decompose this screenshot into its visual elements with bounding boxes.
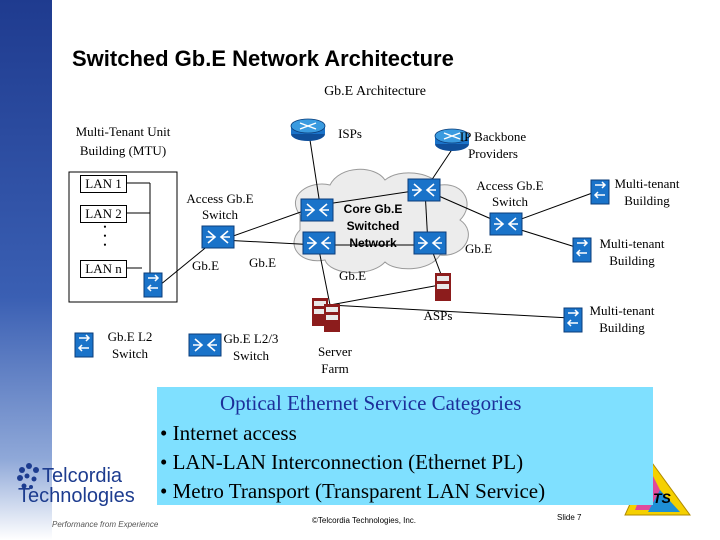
footer-slide-number: Slide 7 (557, 513, 582, 522)
core-line2: Switched (346, 219, 400, 233)
logo-tagline: Performance from Experience (52, 520, 159, 529)
ip-backbone-line2: Providers (468, 146, 518, 161)
mtu-label-line2: Building (MTU) (79, 143, 167, 158)
gbe-label-3: Gb.E (338, 268, 367, 283)
mt-building-2-line1: Multi-tenant (599, 236, 665, 251)
logo-line1: Telcordia (42, 465, 123, 487)
access-left-line2: Switch (201, 207, 239, 222)
mt-building-3-line2: Building (599, 320, 645, 335)
server-farm-line2: Farm (321, 361, 349, 376)
slide-title: Switched Gb.E Network Architecture (72, 46, 454, 71)
mt-building-1-line2: Building (624, 193, 670, 208)
service-item-metro: • Metro Transport (Transparent LAN Servi… (160, 479, 546, 503)
service-item-lan-lan: • LAN-LAN Interconnection (Ethernet PL) (160, 450, 524, 474)
access-left-line1: Access Gb.E (186, 191, 254, 206)
legend-l2-line1: Gb.E L2 (107, 329, 153, 344)
service-item-internet: • Internet access (160, 421, 297, 445)
gbe-label-2: Gb.E (248, 255, 277, 270)
access-right-line2: Switch (491, 194, 529, 209)
mt-building-1-line1: Multi-tenant (614, 176, 680, 191)
service-categories-box (157, 387, 653, 505)
diagram-subtitle: Gb.E Architecture (324, 84, 426, 99)
lan-2-box: LAN 2 (80, 205, 127, 223)
mtu-label-line1: Multi-Tenant Unit (75, 124, 171, 139)
gbe-label-4: Gb.E (464, 241, 493, 256)
access-right-line1: Access Gb.E (476, 178, 544, 193)
legend-l23-line1: Gb.E L2/3 (223, 331, 279, 346)
service-categories-title: Optical Ethernet Service Categories (220, 391, 522, 415)
legend-l23-line2: Switch (232, 348, 270, 363)
lan-n-box: LAN n (80, 260, 127, 278)
mt-building-2-line2: Building (609, 253, 655, 268)
asps-label: ASPs (423, 308, 453, 323)
lan-1-box: LAN 1 (80, 175, 127, 193)
core-line1: Core Gb.E (343, 202, 403, 216)
mt-building-3-line1: Multi-tenant (589, 303, 655, 318)
ts-logo-text: TS (653, 490, 671, 506)
ip-backbone-line1: IP Backbone (459, 129, 527, 144)
logo-line2: Technologies (18, 485, 135, 507)
server-farm-line1: Server (318, 344, 352, 359)
legend-l2-line2: Switch (111, 346, 149, 361)
lan-ellipsis: • • • (103, 222, 107, 250)
gbe-label-1: Gb.E (191, 258, 220, 273)
core-line3: Network (349, 236, 397, 250)
isps-label: ISPs (338, 126, 362, 141)
footer-copyright: ©Telcordia Technologies, Inc. (312, 516, 417, 525)
sidebar-gradient (0, 0, 52, 540)
